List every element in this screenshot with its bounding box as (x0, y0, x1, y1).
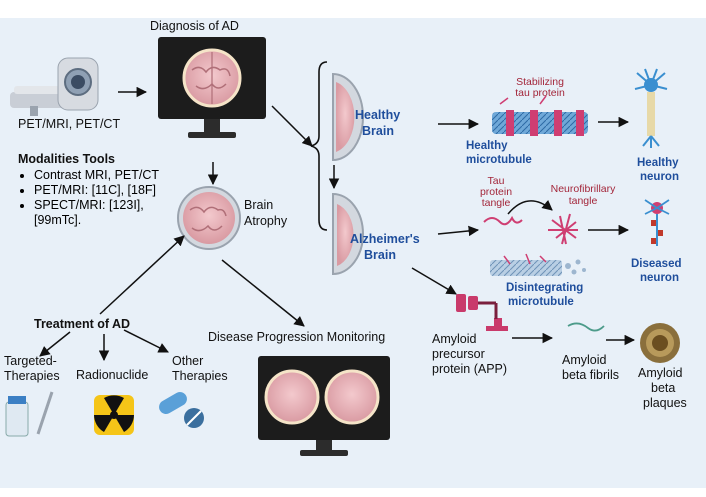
modality-item: PET/MRI: [11C], [18F] (34, 183, 159, 198)
treatment-title: Treatment of AD (34, 317, 131, 331)
diagnosis-monitor-icon (158, 37, 266, 138)
disintegrating-microtubule-icon (490, 253, 586, 276)
flow-arrows (39, 86, 636, 362)
diseased-neuron-icon (644, 199, 670, 246)
healthy-mt-label-1: Healthy (466, 140, 508, 152)
plaques-label-3: plaques (643, 396, 687, 410)
modality-item: [99mTc]. (34, 213, 82, 227)
pill-icon (159, 392, 204, 428)
healthy-microtubule-icon (492, 95, 588, 136)
tau-tangle-icon (483, 215, 523, 226)
other-label-2: Therapies (172, 369, 228, 383)
plaques-label-1: Amyloid (638, 366, 683, 380)
fibrils-label-1: Amyloid (562, 353, 607, 367)
targeted-label-1: Targeted- (4, 354, 57, 368)
fibrils-label-2: beta fibrils (562, 368, 619, 382)
fibril-icon (567, 322, 605, 332)
stabilizing-label-2: tau protein (515, 87, 565, 99)
app-protein-icon (456, 294, 508, 331)
neurofibrillary-label-2: tangle (568, 195, 598, 207)
modalities-list: Contrast MRI, PET/CT PET/MRI: [11C], [18… (20, 168, 159, 228)
atrophy-label-2: Atrophy (244, 214, 288, 228)
scanner-icon (10, 57, 99, 116)
vial-icon (5, 391, 54, 437)
healthy-neuron-label-2: neuron (640, 171, 679, 183)
neurofibrillary-label-1: Neurofibrillary (550, 183, 616, 195)
disint-label-2: microtubule (508, 296, 574, 308)
atrophy-label-1: Brain (244, 198, 274, 212)
radiation-icon (94, 395, 134, 435)
healthy-neuron-icon (634, 68, 668, 148)
diseased-neuron-label-2: neuron (640, 272, 679, 284)
progression-monitor-icon (258, 356, 390, 456)
neurofibrillary-tangle-icon (548, 213, 578, 245)
scanner-label: PET/MRI, PET/CT (18, 117, 121, 131)
targeted-label-2: Therapies (4, 369, 60, 383)
tau-tangle-label-2: protein (479, 186, 513, 198)
modality-item: Contrast MRI, PET/CT (34, 168, 159, 183)
app-label-3: protein (APP) (432, 362, 508, 376)
alz-brain-label-2: Brain (364, 248, 396, 262)
alz-brain-label-1: Alzheimer's (350, 232, 420, 246)
plaque-icon (640, 323, 680, 363)
diseased-neuron-label-1: Diseased (631, 258, 682, 270)
diagnosis-title: Diagnosis of AD (150, 19, 239, 33)
modalities-title: Modalities Tools (18, 152, 115, 166)
healthy-brain-label-1: Healthy (355, 108, 401, 122)
healthy-brain-label-2: Brain (362, 124, 394, 138)
tau-tangle-label-1: Tau (487, 175, 505, 187)
tau-tangle-label-3: tangle (481, 197, 511, 209)
alzheimer-brain-icon (332, 192, 364, 276)
stabilizing-label-1: Stabilizing (516, 76, 564, 88)
progression-label: Disease Progression Monitoring (208, 330, 386, 344)
atrophy-brain-icon (177, 186, 241, 250)
radionuclide-label: Radionuclide (76, 368, 149, 382)
plaques-label-2: beta (651, 381, 676, 395)
healthy-mt-label-2: microtubule (466, 154, 532, 166)
modality-item: SPECT/MRI: [123I], (34, 198, 159, 213)
other-label-1: Other (172, 354, 204, 368)
app-label-2: precursor (432, 347, 485, 361)
disint-label-1: Disintegrating (506, 282, 584, 294)
app-label-1: Amyloid (432, 332, 477, 346)
healthy-neuron-label-1: Healthy (637, 157, 679, 169)
healthy-brain-icon (332, 72, 364, 162)
